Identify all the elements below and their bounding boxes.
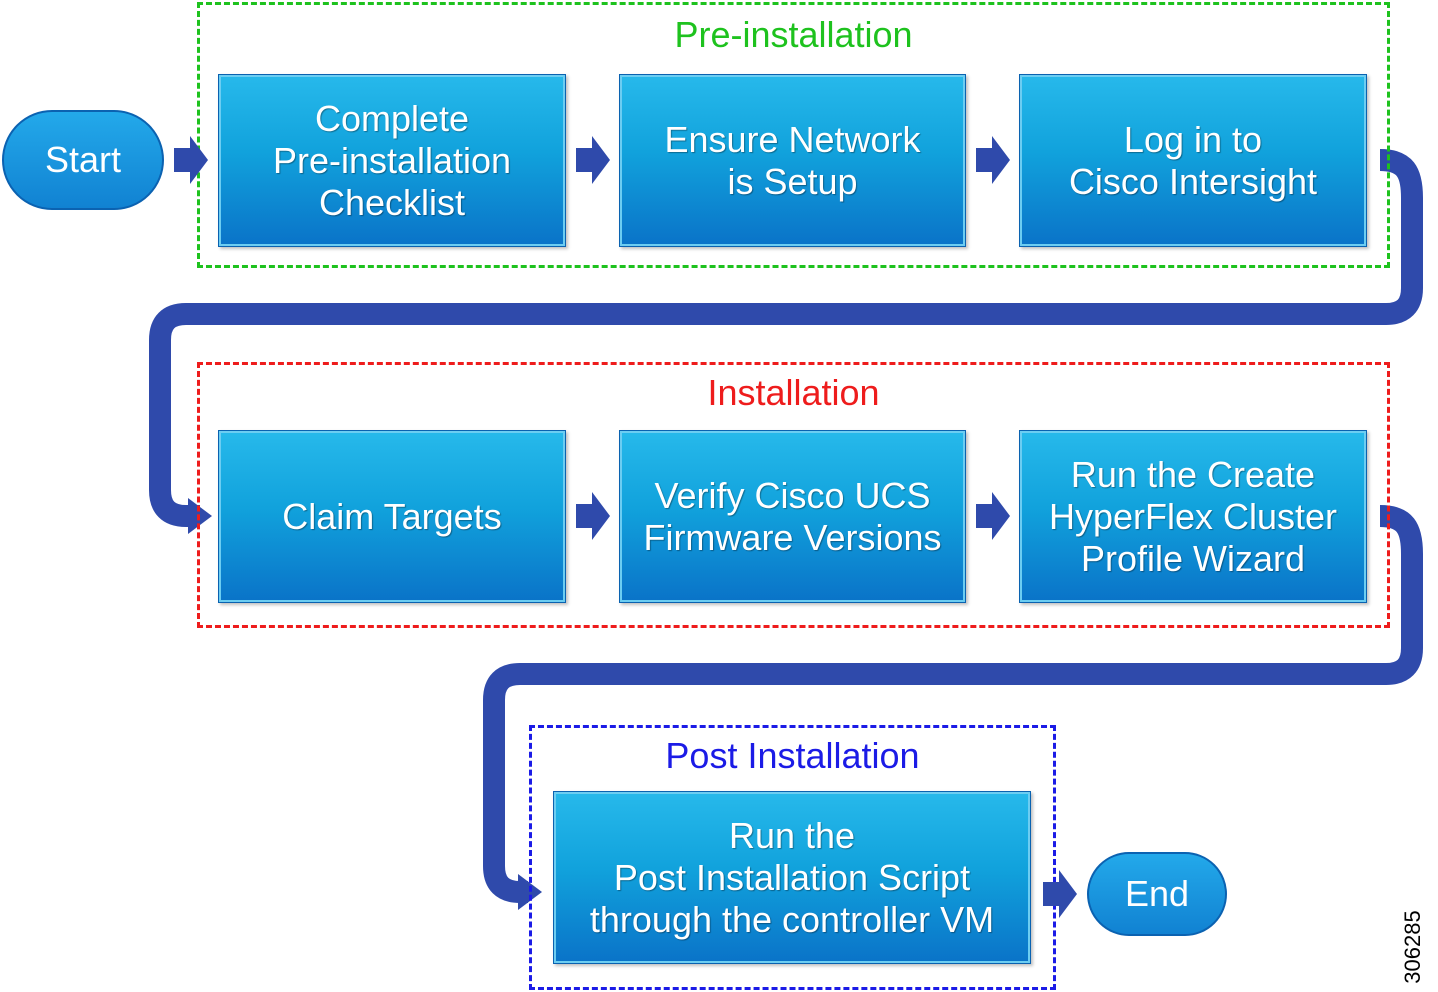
- start-terminal: Start: [2, 110, 164, 210]
- step-ensure-network: Ensure Network is Setup: [619, 74, 966, 247]
- arrow-claim-to-verify: [576, 492, 610, 540]
- arrow-verify-to-wizard: [976, 492, 1010, 540]
- step-run-wizard: Run the Create HyperFlex Cluster Profile…: [1019, 430, 1367, 603]
- connector-row2-to-row3: [483, 505, 1423, 903]
- pre-installation-group: Pre-installation: [197, 2, 1390, 268]
- group-title: Installation: [707, 372, 880, 413]
- group-title: Post Installation: [665, 735, 920, 776]
- arrow-script-to-end: [1043, 870, 1077, 918]
- post-installation-group: Post Installation: [529, 725, 1056, 990]
- group-title: Pre-installation: [674, 14, 913, 55]
- connector-row1-to-row2: [149, 149, 1423, 527]
- installation-group: Installation: [197, 362, 1390, 628]
- end-terminal: End: [1087, 852, 1227, 936]
- figure-id-text: 306285: [1400, 910, 1425, 984]
- connector-row1-arrowhead: [188, 498, 212, 534]
- step-log-in-intersight: Log in to Cisco Intersight: [1019, 74, 1367, 247]
- figure-id: 306285: [1393, 905, 1433, 989]
- step-complete-checklist: Complete Pre-installation Checklist: [218, 74, 566, 247]
- arrow-start-to-checklist: [174, 136, 208, 184]
- step-verify-firmware: Verify Cisco UCS Firmware Versions: [619, 430, 966, 603]
- arrow-checklist-to-network: [576, 136, 610, 184]
- step-post-install-script: Run the Post Installation Script through…: [553, 791, 1031, 964]
- step-claim-targets: Claim Targets: [218, 430, 566, 603]
- arrow-network-to-login: [976, 136, 1010, 184]
